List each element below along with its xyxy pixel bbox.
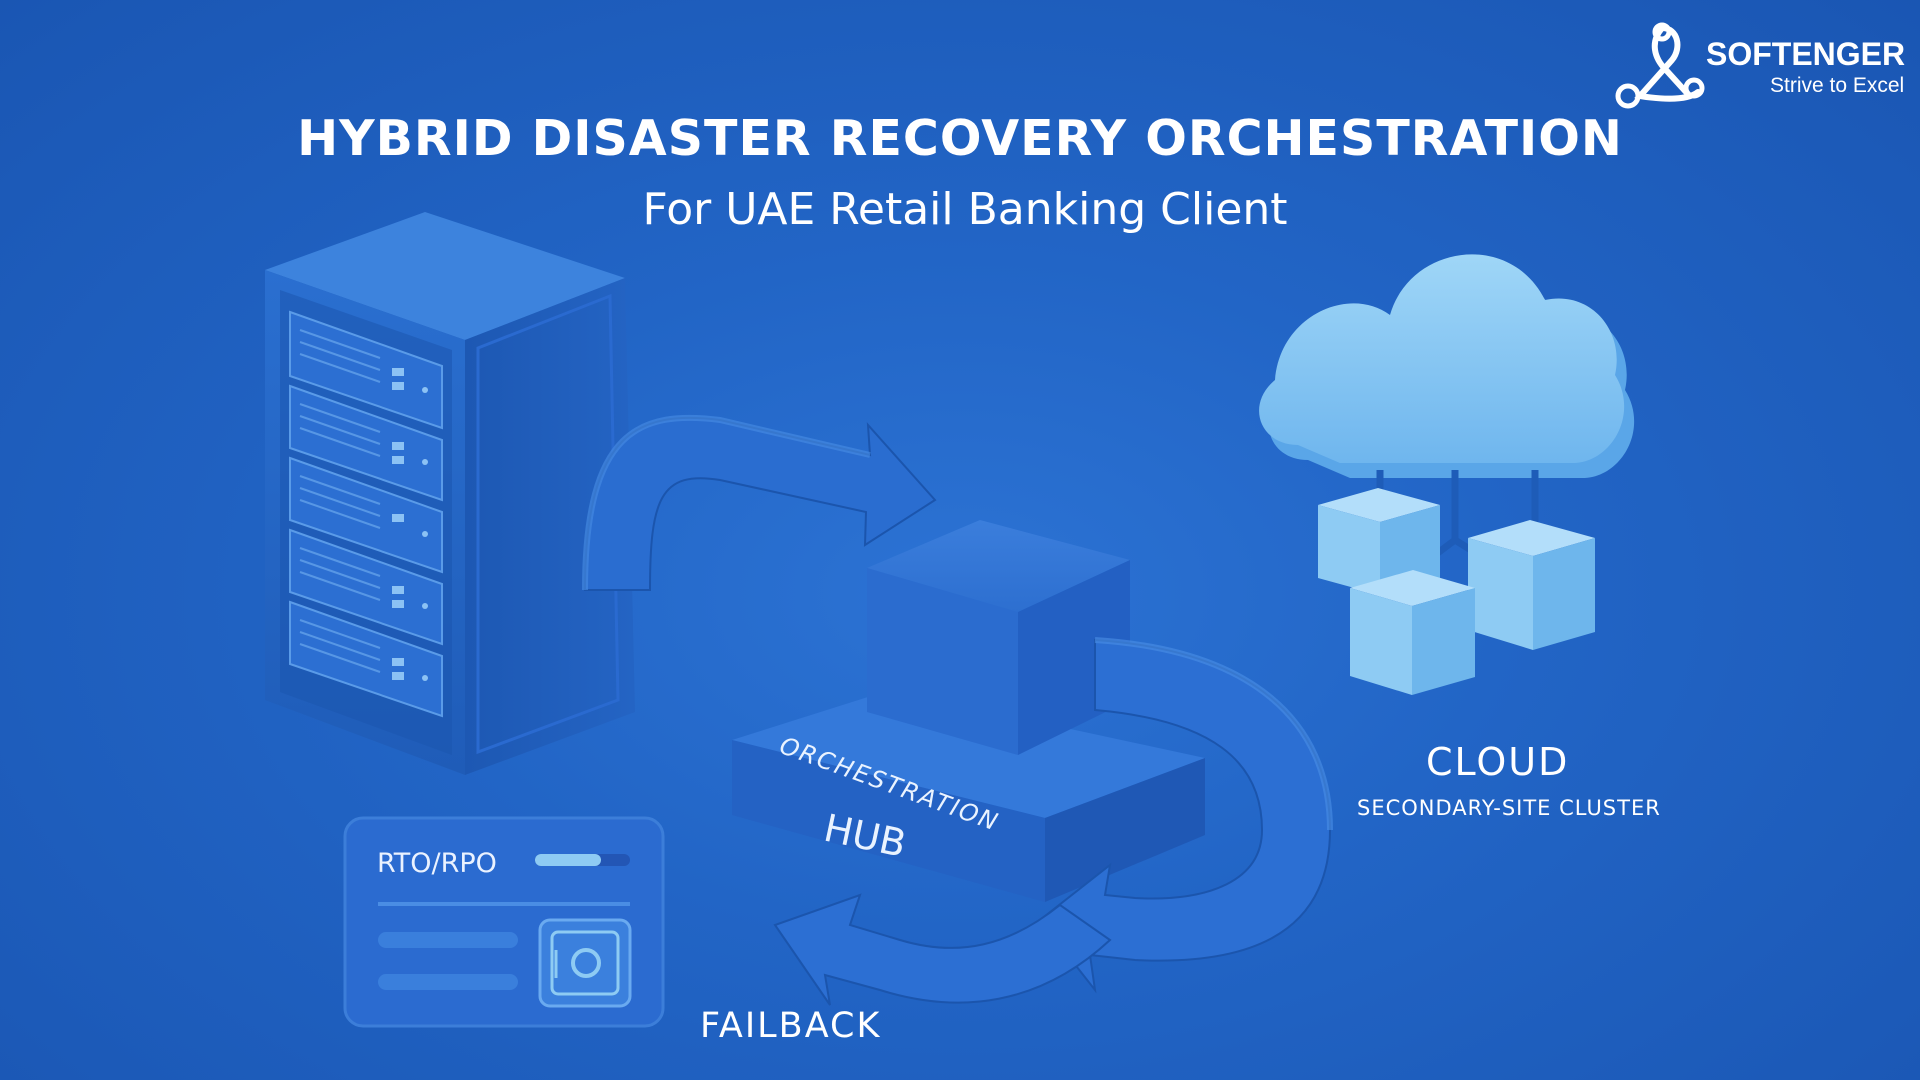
cluster-node-icon <box>1318 488 1440 595</box>
cloud-subtitle: SECONDARY-SITE CLUSTER <box>1357 796 1661 820</box>
rto-rpo-card <box>343 816 665 1028</box>
vault-icon <box>538 918 632 1008</box>
cluster-node-icon <box>1350 570 1475 695</box>
rto-progress-bar <box>535 854 601 866</box>
page-subtitle: For UAE Retail Banking Client <box>642 184 1288 235</box>
brand-name: SOFTENGER <box>1706 36 1906 72</box>
failback-arrow-icon <box>773 637 1333 1006</box>
cloud-icon <box>1259 254 1635 695</box>
cluster-node-icon <box>1468 520 1595 650</box>
brand-logo: SOFTENGER Strive to Excel <box>1610 18 1910 118</box>
brand-tagline: Strive to Excel <box>1770 74 1905 97</box>
cloud-title: CLOUD <box>1426 740 1570 784</box>
failover-arrow-icon <box>582 414 937 591</box>
rto-rpo-label: RTO/RPO <box>377 848 497 879</box>
server-rack-icon <box>265 212 635 775</box>
page-title: HYBRID DISASTER RECOVERY ORCHESTRATION <box>297 110 1623 167</box>
failback-label: FAILBACK <box>700 1006 882 1046</box>
softenger-logo-icon <box>1615 22 1705 109</box>
